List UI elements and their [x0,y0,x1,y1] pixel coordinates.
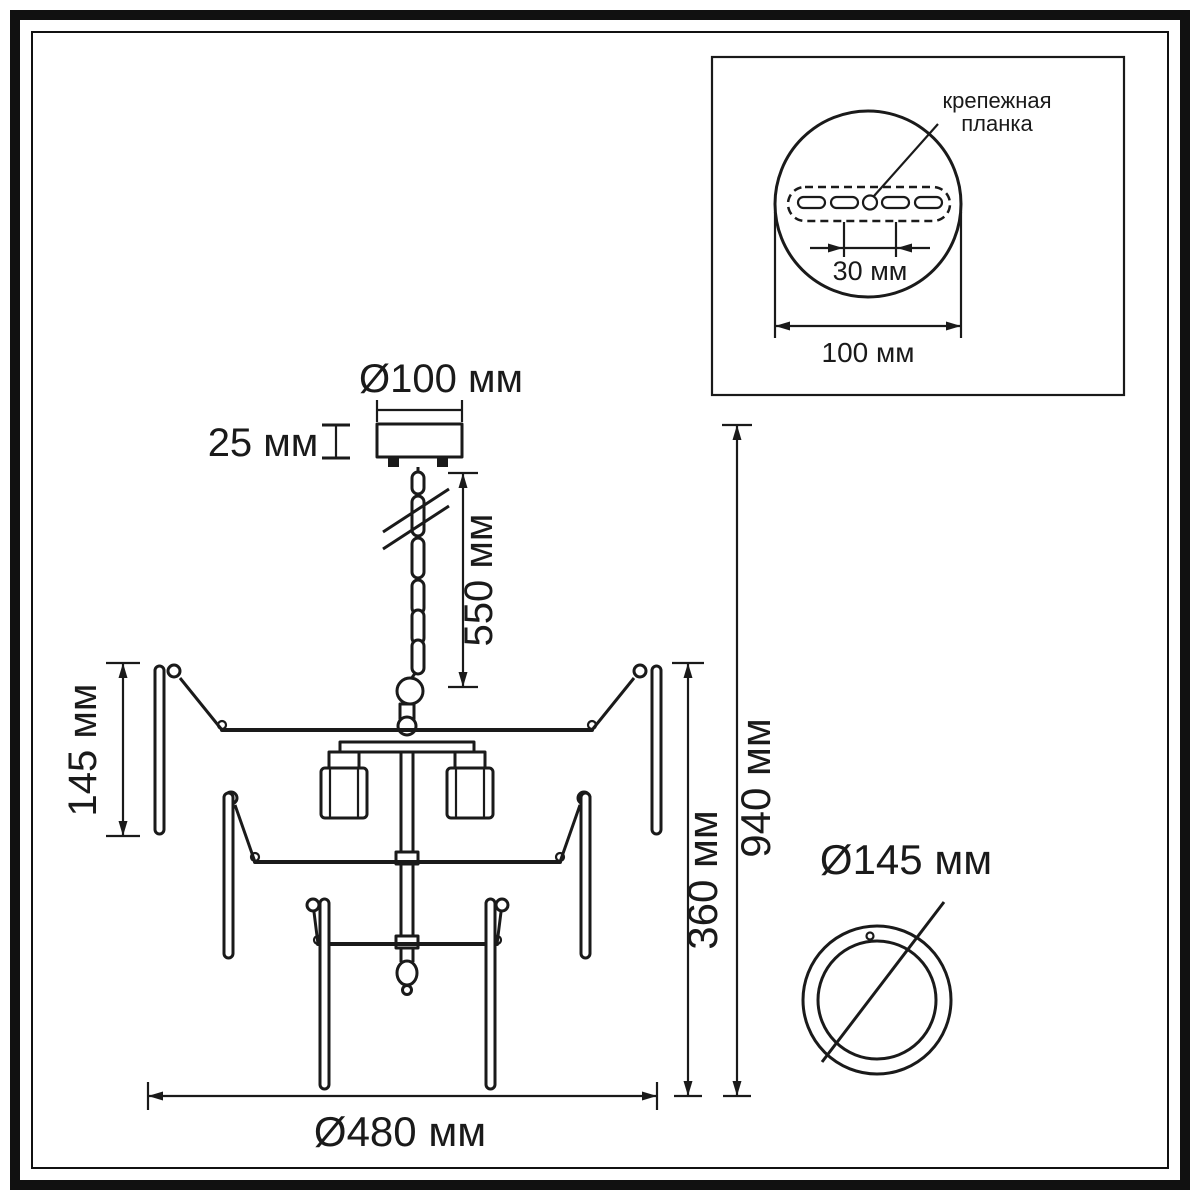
hole-spacing-value: 30 мм [833,256,908,286]
tier2-arm-left [233,804,257,863]
pendant-rod [579,791,592,960]
shade-outer-circle [801,924,953,1076]
tier1-loop-left [166,663,182,679]
pendant-rod [222,791,235,960]
hanging-ring [395,676,425,706]
body-height-value: 360 мм [679,810,726,950]
chain-link [410,638,426,676]
plate-slot-4 [913,195,944,210]
tier-2-arms [222,790,592,960]
bracket-label-line1: крепежная [942,88,1051,113]
frame-outer-border [10,10,1190,1190]
bracket-leader-line [873,123,939,197]
pendant-rod [318,897,331,1091]
tier2-arm-right [558,804,582,863]
plate-center-hole [861,194,879,211]
lamp-plate [338,740,476,754]
dimension-hole-spacing: 30 мм [810,222,930,286]
dimension-fixture-diameter: Ø480 мм [146,1082,659,1155]
tier1-loop-right [632,663,648,679]
glass-shade-left [319,766,369,820]
lamp-socket-right [453,750,487,770]
pendant-rod [650,664,663,836]
break-symbol-line [382,487,450,534]
canopy-nub-right [437,457,448,467]
shade-nub [865,931,875,941]
glass-shade-right [445,766,495,820]
lamp-socket-left [327,750,361,770]
tier-drop-value: 145 мм [61,684,105,817]
bracket-label-line2: планка [961,111,1033,136]
tier1-arm-left [178,677,224,731]
canopy-diameter-value: Ø100 мм [359,357,523,401]
mounting-plate-outline [786,185,952,223]
canopy-cup [375,422,464,459]
fixture-diameter-value: Ø480 мм [314,1108,486,1155]
finial-tip [401,984,413,996]
chandelier-drawing [153,422,663,1091]
shade-detail: Ø145 мм [801,836,992,1076]
break-symbol-line [382,504,450,551]
tier1-arm-right [590,677,636,731]
canopy-top-view-circle [773,109,963,299]
central-column [394,702,420,996]
frame-inner-border [31,31,1169,1169]
suspension-chain [382,467,450,706]
tier3-loop-right [494,897,510,913]
shade-diameter-leader [820,901,946,1063]
total-height-value: 940 мм [732,718,779,858]
frame [10,10,1190,1190]
dimension-chain-length: 550 мм [448,471,501,689]
plate-slot-2 [829,195,860,210]
hub-ball [396,715,418,737]
chain-length-value: 550 мм [457,514,501,647]
inset-border [710,55,1126,397]
canopy-nub-left [388,457,399,467]
mount-inset: крепежная планка 30 мм 100 мм [710,55,1126,397]
chain-link [410,470,426,496]
chain-link [410,536,426,580]
dimension-plate-width: 100 мм [773,212,963,368]
canopy-height-value: 25 мм [208,421,319,465]
dimension-body-height: 360 мм [672,661,726,1098]
tier3-loop-left [305,897,321,913]
plate-slot-3 [880,195,911,210]
mounting-plate [786,185,952,223]
pendant-rod [484,897,497,1091]
plate-slot-1 [796,195,827,210]
shade-inner-circle [816,939,938,1061]
tier-1-arms [153,663,663,836]
dimension-canopy-diameter: Ø100 мм [359,357,523,422]
canopy [375,422,464,467]
dimension-tier-drop: 145 мм [61,661,140,838]
pendant-rod [153,664,166,836]
dimension-total-height: 940 мм [722,423,779,1098]
shade-diameter-value: Ø145 мм [820,836,992,883]
dimension-canopy-height: 25 мм [208,421,350,465]
plate-width-value: 100 мм [822,337,915,368]
lamp-assembly [319,740,495,820]
finial-ball [395,959,419,987]
tier-3-arms [305,897,510,1091]
tier3-arm-right [495,911,503,945]
tier3-arm-left [312,911,320,945]
